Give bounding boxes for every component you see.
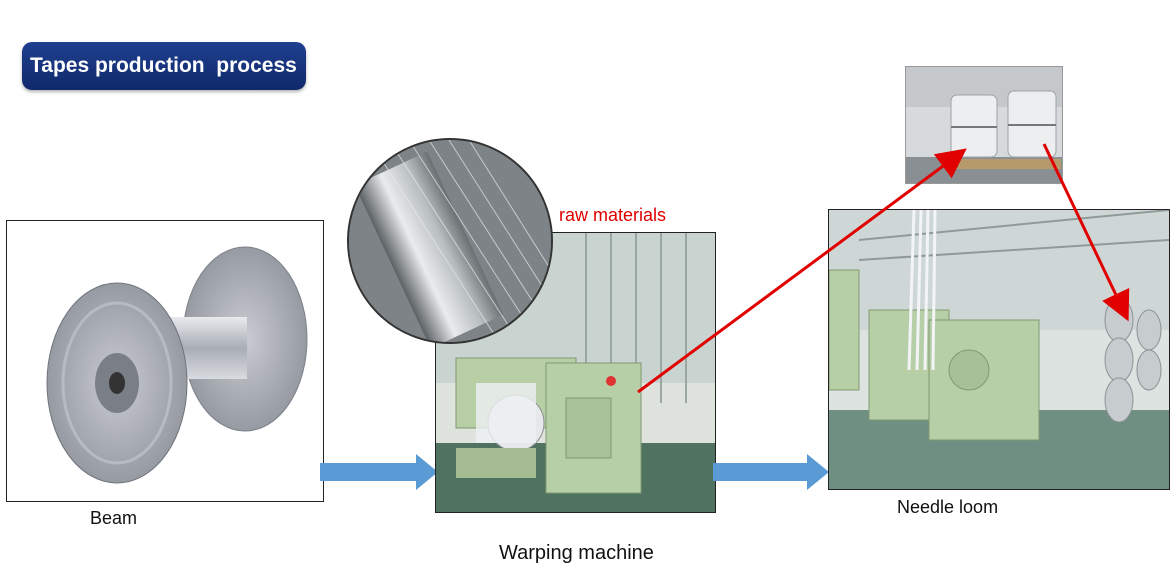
flow-arrow-icon: [320, 454, 438, 490]
beam-photo: [6, 220, 324, 502]
flow-arrow-icon: [713, 454, 829, 490]
needle-loom-label: Needle loom: [897, 497, 999, 517]
raw-materials-spools-photo: [905, 66, 1063, 184]
needle-loom-photo: [828, 209, 1170, 490]
raw-materials-label: raw materials: [559, 205, 667, 225]
beam-label: Beam: [90, 508, 138, 528]
yarn-closeup-inset: [347, 138, 553, 344]
warping-machine-label: Warping machine: [499, 542, 654, 564]
process-title: Tapes production process: [22, 42, 306, 90]
